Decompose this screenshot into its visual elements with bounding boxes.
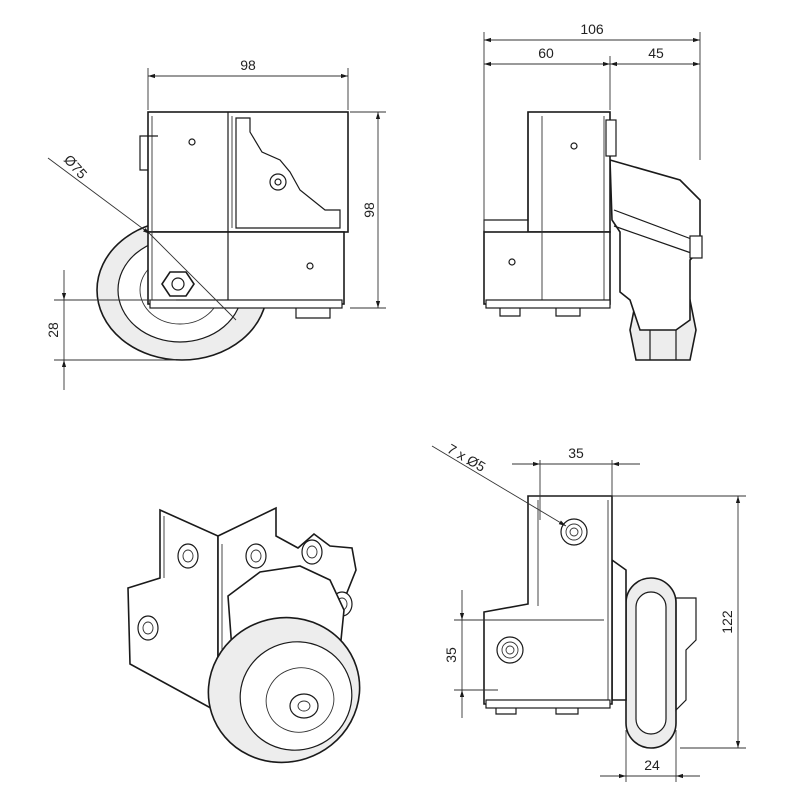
detail-hole-lower: [496, 636, 524, 664]
dim-front-height: 98: [361, 202, 377, 218]
dim-side-part2: 45: [648, 45, 664, 61]
iso-view: [127, 506, 361, 764]
front-hex-nut: [161, 271, 195, 297]
front-view: 98 98 28 Ø75: [45, 57, 386, 390]
dim-detail-spacing-v: 35: [443, 647, 459, 663]
detail-hole-upper: [560, 518, 588, 546]
dim-side-part1: 60: [538, 45, 554, 61]
dim-detail-width: 24: [644, 757, 660, 773]
dim-side-total: 106: [580, 21, 604, 37]
side-bracket-upper: [527, 111, 611, 233]
detail-fork: [611, 558, 627, 701]
dim-front-axle: 28: [45, 322, 61, 338]
iso-wheel-hub: [289, 693, 319, 719]
dim-detail-holes: 7 x Ø5: [445, 440, 489, 475]
detail-bracket: [483, 495, 613, 705]
front-corner-plate: [235, 117, 341, 229]
iso-left-plate: [127, 508, 219, 714]
dim-detail-height: 122: [719, 610, 735, 634]
dim-detail-spacing-h: 35: [568, 445, 584, 461]
dim-front-wheel-dia: Ø75: [61, 151, 91, 182]
detail-view: 7 x Ø5 35 35 122 24: [431, 440, 746, 782]
side-bracket-lower: [483, 231, 611, 305]
side-view: 106 60 45: [483, 21, 703, 361]
front-bracket-upper: [147, 111, 349, 233]
side-fork: [609, 158, 701, 331]
dim-front-width: 98: [240, 57, 256, 73]
